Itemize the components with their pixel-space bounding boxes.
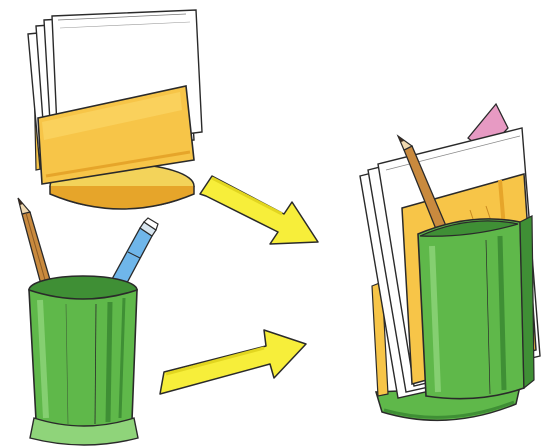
combined-organizer-icon xyxy=(360,104,540,420)
arrow-right-icon xyxy=(200,176,318,244)
pencil-cup-icon xyxy=(18,198,158,445)
napkin-holder-icon xyxy=(28,10,202,209)
arrow-right-icon xyxy=(160,330,306,394)
